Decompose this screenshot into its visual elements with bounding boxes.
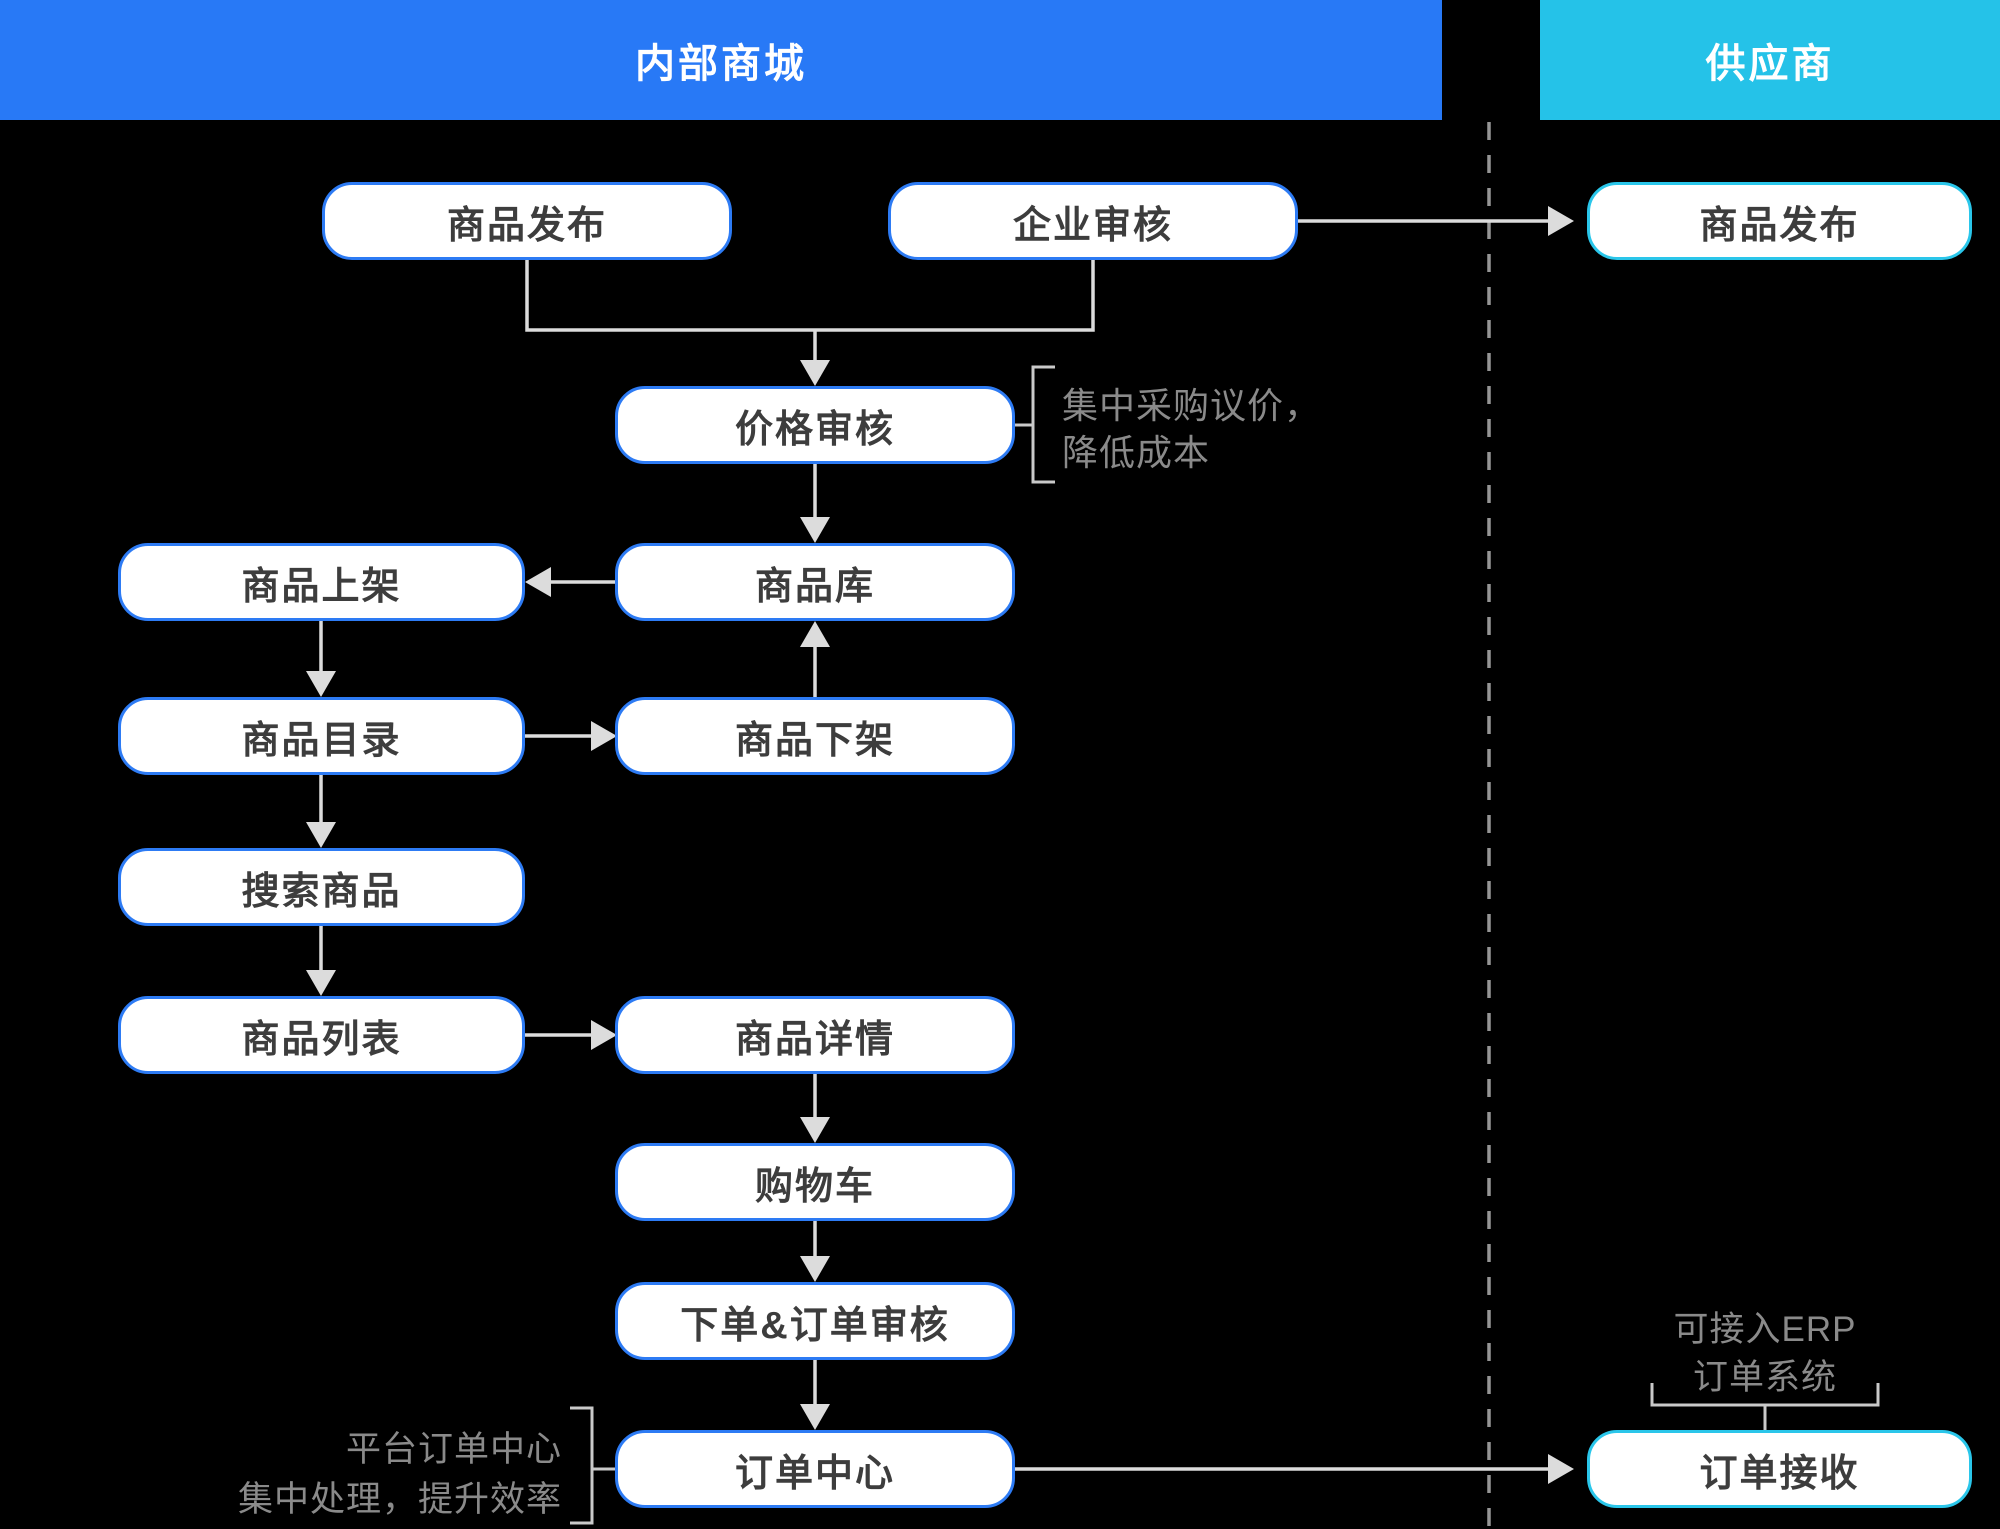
arrow-product-catalog-to-product-off-shelf (525, 721, 617, 751)
node-product-list: 商品列表 (118, 996, 525, 1074)
header-internal-mall-label: 内部商城 (635, 42, 807, 86)
arrow-order-and-review-to-order-center (800, 1360, 830, 1430)
node-order-center: 订单中心 (615, 1430, 1015, 1508)
note-erp-integration-line1: 可接入ERP (1673, 1310, 1857, 1349)
bracket-price-note (1015, 365, 1055, 484)
node-product-off-shelf: 商品下架 (615, 697, 1015, 775)
node-order-and-review: 下单&订单审核 (615, 1282, 1015, 1360)
node-supplier-product-publish-label: 商品发布 (1699, 204, 1860, 247)
node-search-product-label: 搜索商品 (241, 870, 402, 913)
header-internal-mall: 内部商城 (0, 0, 1442, 120)
arrow-product-on-shelf-to-product-catalog (306, 621, 336, 697)
arrow-shopping-cart-to-order-and-review (800, 1221, 830, 1282)
header-supplier: 供应商 (1540, 0, 2000, 120)
node-internal-product-publish: 商品发布 (322, 182, 732, 260)
arrow-order-center-to-order-receive (1015, 1454, 1574, 1484)
note-erp-integration: 可接入ERP 订单系统 (1563, 1306, 1967, 1402)
note-centralized-procurement-line2: 降低成本 (1062, 432, 1211, 473)
note-platform-order-center-line1: 平台订单中心 (345, 1430, 562, 1469)
bracket-order-note (570, 1406, 615, 1525)
note-platform-order-center: 平台订单中心 集中处理，提升效率 (160, 1425, 562, 1525)
node-search-product: 搜索商品 (118, 848, 525, 926)
arrow-search-product-to-product-list (306, 926, 336, 996)
note-centralized-procurement-line1: 集中采购议价， (1062, 385, 1322, 426)
node-order-receive-label: 订单接收 (1699, 1452, 1860, 1495)
note-platform-order-center-line2: 集中处理，提升效率 (237, 1480, 562, 1519)
arrow-product-catalog-to-search-product (306, 775, 336, 848)
node-product-catalog-label: 商品目录 (241, 719, 402, 762)
node-product-off-shelf-label: 商品下架 (734, 719, 895, 762)
node-shopping-cart-label: 购物车 (754, 1165, 875, 1208)
note-erp-integration-line2: 订单系统 (1692, 1358, 1837, 1397)
bracket-erp-note (1650, 1383, 1880, 1430)
arrow-merge-to-price-review (800, 330, 830, 386)
node-order-center-label: 订单中心 (734, 1452, 895, 1495)
node-product-detail: 商品详情 (615, 996, 1015, 1074)
node-price-review-label: 价格审核 (734, 408, 895, 451)
node-product-library: 商品库 (615, 543, 1015, 621)
node-price-review: 价格审核 (615, 386, 1015, 464)
node-order-receive: 订单接收 (1587, 1430, 1972, 1508)
node-enterprise-review: 企业审核 (888, 182, 1298, 260)
arrow-enterprise-review-to-supplier-publish (1298, 206, 1574, 236)
node-product-library-label: 商品库 (754, 565, 875, 608)
note-centralized-procurement: 集中采购议价， 降低成本 (1062, 382, 1321, 476)
node-product-on-shelf: 商品上架 (118, 543, 525, 621)
header-supplier-label: 供应商 (1705, 42, 1835, 86)
node-shopping-cart: 购物车 (615, 1143, 1015, 1221)
node-product-detail-label: 商品详情 (734, 1018, 895, 1061)
node-internal-product-publish-label: 商品发布 (446, 204, 607, 247)
node-order-and-review-label: 下单&订单审核 (680, 1304, 950, 1347)
node-supplier-product-publish: 商品发布 (1587, 182, 1972, 260)
node-product-catalog: 商品目录 (118, 697, 525, 775)
arrow-product-library-to-product-on-shelf (525, 567, 615, 597)
arrow-price-review-to-product-library (800, 464, 830, 543)
arrow-product-off-shelf-to-product-library (800, 621, 830, 697)
node-product-list-label: 商品列表 (241, 1018, 402, 1061)
connector-merge-publish-review (525, 260, 1095, 332)
arrow-product-list-to-product-detail (525, 1020, 617, 1050)
node-enterprise-review-label: 企业审核 (1012, 204, 1173, 247)
node-product-on-shelf-label: 商品上架 (241, 565, 402, 608)
arrow-product-detail-to-shopping-cart (800, 1074, 830, 1143)
